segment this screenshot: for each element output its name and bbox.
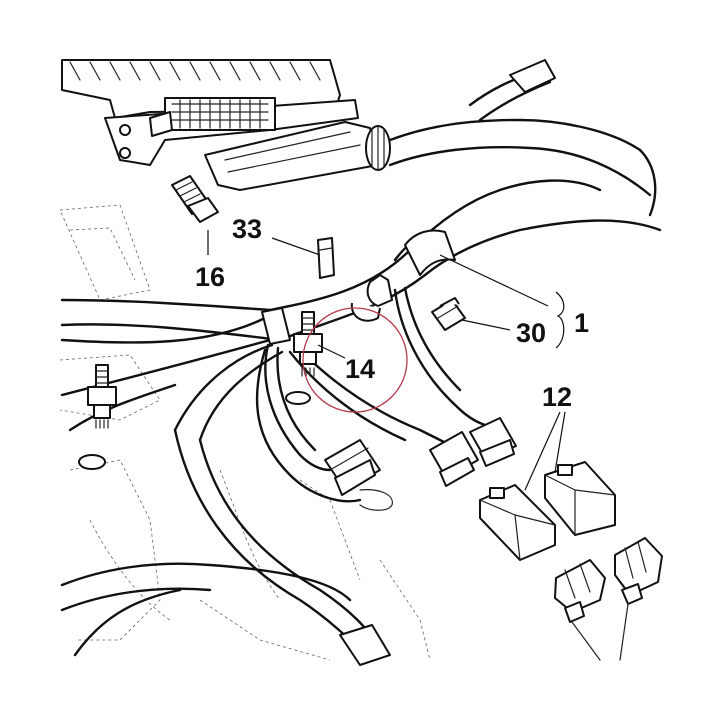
bulb-holders [554, 537, 663, 661]
stud-left [78, 364, 117, 470]
callout-33: 33 [232, 214, 262, 244]
main-harness-trunk [60, 59, 662, 666]
callout-1: 1 [574, 308, 589, 338]
highlight-circle [302, 307, 408, 413]
callout-12: 12 [542, 382, 572, 412]
stud-14 [285, 311, 323, 405]
relays-12 [479, 461, 616, 561]
callout-14: 14 [345, 354, 375, 384]
bracket-33 [317, 237, 393, 322]
harness-connectors [324, 417, 517, 496]
ecu-module [61, 59, 359, 166]
connector-30 [431, 297, 466, 331]
bolt-16 [171, 175, 219, 223]
branch-wires [255, 286, 487, 511]
ecu-harness-connector [204, 121, 391, 191]
leader-lines [207, 230, 566, 491]
callout-30: 30 [516, 318, 546, 348]
callout-16: 16 [195, 262, 225, 292]
callout-labels: 33 16 14 30 1 12 [195, 214, 589, 412]
engine-bay-background [59, 204, 431, 661]
